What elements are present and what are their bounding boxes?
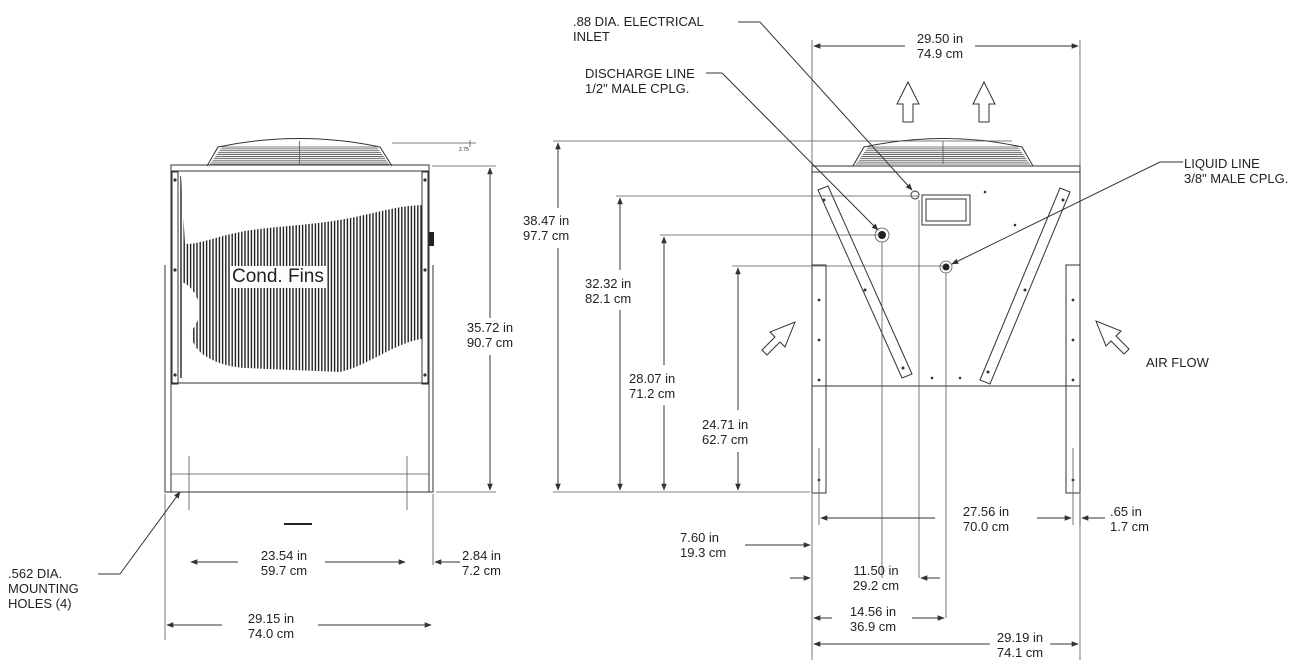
offset-14-dimension: 14.56 in 36.9 cm [849, 604, 897, 634]
small-top-dimension: 2.75 [459, 147, 469, 153]
top-width-dimension: 29.50 in 74.9 cm [916, 31, 964, 61]
left-width-dimension: 29.15 in 74.0 cm [247, 611, 295, 641]
liquid-line-note: LIQUID LINE 3/8" MALE CPLG. [1184, 156, 1289, 186]
leg-span-dimension: 27.56 in 70.0 cm [962, 504, 1010, 534]
air-flow-label: AIR FLOW [1146, 355, 1209, 370]
height-28-dimension: 28.07 in 71.2 cm [629, 371, 676, 401]
base-width-dimension: 29.19 in 74.1 cm [996, 630, 1044, 660]
leg-width-dimension: .65 in 1.7 cm [1110, 504, 1150, 534]
left-unit-view: Cond. Fins [98, 138, 496, 640]
discharge-line-note: DISCHARGE LINE 1/2" MALE CPLG. [585, 66, 695, 96]
offset-11-dimension: 11.50 in 29.2 cm [852, 563, 900, 593]
mounting-holes-note: .562 DIA. MOUNTING HOLES (4) [8, 566, 79, 611]
right-unit-view [553, 21, 1183, 660]
height-24-dimension: 24.71 in 62.7 cm [702, 417, 749, 447]
foot-offset-dimension: 2.84 in 7.2 cm [462, 548, 502, 578]
cond-fins-label: Cond. Fins [230, 266, 326, 288]
left-height-dimension: 35.72 in 90.7 cm [466, 320, 514, 350]
mount-spacing-dimension: 23.54 in 59.7 cm [260, 548, 308, 578]
offset-7-dimension: 7.60 in 19.3 cm [680, 530, 727, 560]
height-32-dimension: 32.32 in 82.1 cm [585, 276, 632, 306]
electrical-inlet-note: .88 DIA. ELECTRICAL INLET [573, 14, 704, 44]
height-38-dimension: 38.47 in 97.7 cm [523, 213, 570, 243]
